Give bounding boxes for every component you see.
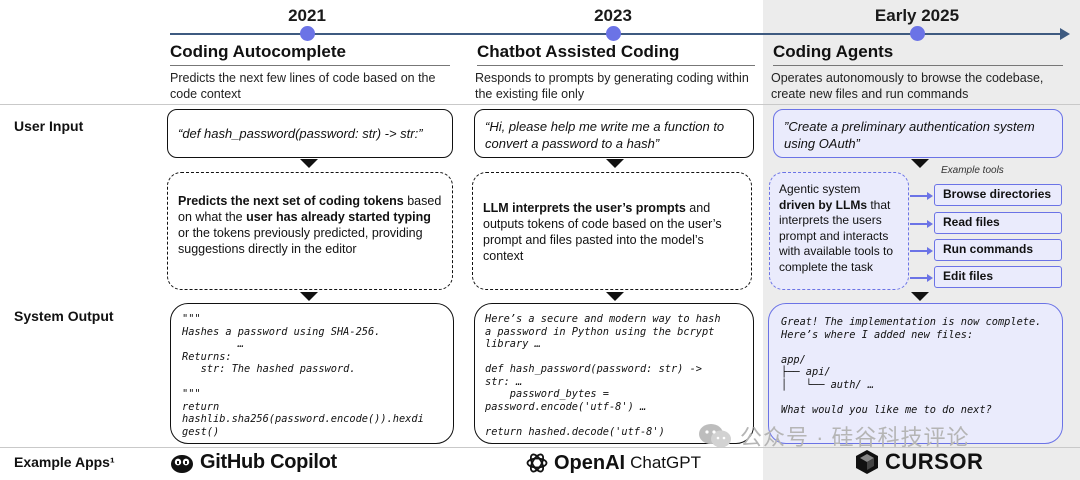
separator-bottom: [0, 447, 1080, 448]
process-text-part: and outputs tokens of code based on the …: [483, 201, 722, 263]
arrow-right-icon: [927, 247, 933, 255]
openai-icon: [526, 453, 548, 473]
process-text-part: based on what the: [178, 194, 442, 224]
user-input-text: ”Create a preliminary authentication sys…: [784, 119, 1035, 151]
title-underline-1: [170, 65, 450, 66]
process-text-agents: Agentic system driven by LLMs that inter…: [779, 182, 899, 275]
column-title-chatbot: Chatbot Assisted Coding: [477, 42, 680, 61]
app-logo-chatgpt: OpenAI ChatGPT: [525, 451, 701, 475]
wechat-icon: [699, 424, 731, 448]
timeline-dot-2: [606, 26, 621, 41]
process-text-part: that interprets the users prompt and int…: [779, 197, 894, 274]
process-box-chatbot: LLM interprets the user’s prompts and ou…: [472, 172, 752, 290]
down-arrow-icon: [606, 292, 624, 301]
tool-run-commands: Run commands: [934, 239, 1062, 261]
timeline-dot-3: [910, 26, 925, 41]
arrow-right-icon: [927, 192, 933, 200]
column-description-autocomplete: Predicts the next few lines of code base…: [170, 71, 436, 101]
title-underline-3: [773, 65, 1063, 66]
arrow-right-icon: [927, 274, 933, 282]
tool-browse-directories: Browse directories: [934, 184, 1062, 206]
process-text-part: driven by LLMs: [779, 197, 868, 212]
process-text-chatbot: LLM interprets the user’s prompts and ou…: [483, 200, 741, 264]
process-box-agents: Agentic system driven by LLMs that inter…: [769, 172, 909, 290]
down-arrow-icon: [300, 159, 318, 168]
process-text-part: user has already started typing: [246, 210, 431, 224]
copilot-icon: [171, 454, 193, 473]
app-logo-cursor: CURSOR: [855, 449, 983, 475]
tool-edit-files: Edit files: [934, 266, 1062, 288]
row-label-example-apps: Example Apps¹: [14, 454, 115, 470]
process-text-part: Agentic system: [779, 182, 861, 196]
system-output-box-chatbot: Here’s a secure and modern way to hash a…: [474, 303, 754, 444]
app-name-github-copilot: GitHub Copilot: [200, 451, 337, 473]
tool-read-files: Read files: [934, 212, 1062, 234]
down-arrow-icon: [606, 159, 624, 168]
separator-top: [0, 104, 1080, 105]
process-box-autocomplete: Predicts the next set of coding tokens b…: [167, 172, 453, 290]
column-description-agents: Operates autonomously to browse the code…: [771, 71, 1044, 101]
watermark: 公众号 · 硅谷科技评论: [698, 420, 970, 452]
system-output-code-chatbot: Here’s a secure and modern way to hash a…: [485, 313, 721, 438]
user-input-box-agents: ”Create a preliminary authentication sys…: [773, 109, 1063, 158]
app-product-chatgpt: ChatGPT: [630, 453, 701, 472]
process-text-part: Predicts the next set of coding tokens: [178, 194, 404, 208]
timeline-dot-1: [300, 26, 315, 41]
column-title-autocomplete: Coding Autocomplete: [170, 42, 346, 61]
user-input-box-chatbot: “Hi, please help me write me a function …: [474, 109, 754, 158]
row-label-user-input: User Input: [14, 118, 84, 134]
example-tools-label: Example tools: [941, 165, 1004, 176]
watermark-text: 公众号 · 硅谷科技评论: [740, 425, 970, 450]
down-arrow-icon: [911, 292, 929, 301]
app-brand-openai: OpenAI: [554, 451, 626, 474]
process-text-autocomplete: Predicts the next set of coding tokens b…: [178, 193, 442, 257]
arrow-right-icon: [927, 220, 933, 228]
user-input-text: “def hash_password(password: str) -> str…: [178, 126, 423, 141]
cursor-icon: [856, 450, 878, 474]
down-arrow-icon: [911, 159, 929, 168]
column-description-chatbot: Responds to prompts by generating coding…: [475, 71, 749, 101]
system-output-code-autocomplete: """ Hashes a password using SHA-256. … R…: [182, 313, 424, 438]
system-output-code-agents: Great! The implementation is now complet…: [781, 316, 1042, 416]
process-text-part: or the tokens previously predicted, prov…: [178, 226, 423, 256]
year-label-1: 2021: [288, 6, 326, 25]
system-output-box-agents: Great! The implementation is now complet…: [768, 303, 1063, 444]
title-underline-2: [477, 65, 755, 66]
user-input-box-autocomplete: “def hash_password(password: str) -> str…: [167, 109, 453, 158]
system-output-box-autocomplete: """ Hashes a password using SHA-256. … R…: [170, 303, 454, 444]
tool-connector: [910, 223, 928, 225]
down-arrow-icon: [300, 292, 318, 301]
year-label-3: Early 2025: [874, 6, 960, 25]
process-text-part: LLM interprets the user’s prompts: [483, 201, 686, 215]
year-label-2: 2023: [594, 6, 632, 25]
column-title-agents: Coding Agents: [773, 42, 894, 61]
row-label-system-output: System Output: [14, 308, 114, 324]
app-name-cursor: CURSOR: [885, 449, 984, 474]
tool-connector: [910, 250, 928, 252]
tool-connector: [910, 195, 928, 197]
timeline-arrow-icon: [1060, 28, 1070, 40]
user-input-text: “Hi, please help me write me a function …: [485, 119, 725, 151]
app-logo-github-copilot: GitHub Copilot: [170, 451, 337, 474]
tool-connector: [910, 277, 928, 279]
